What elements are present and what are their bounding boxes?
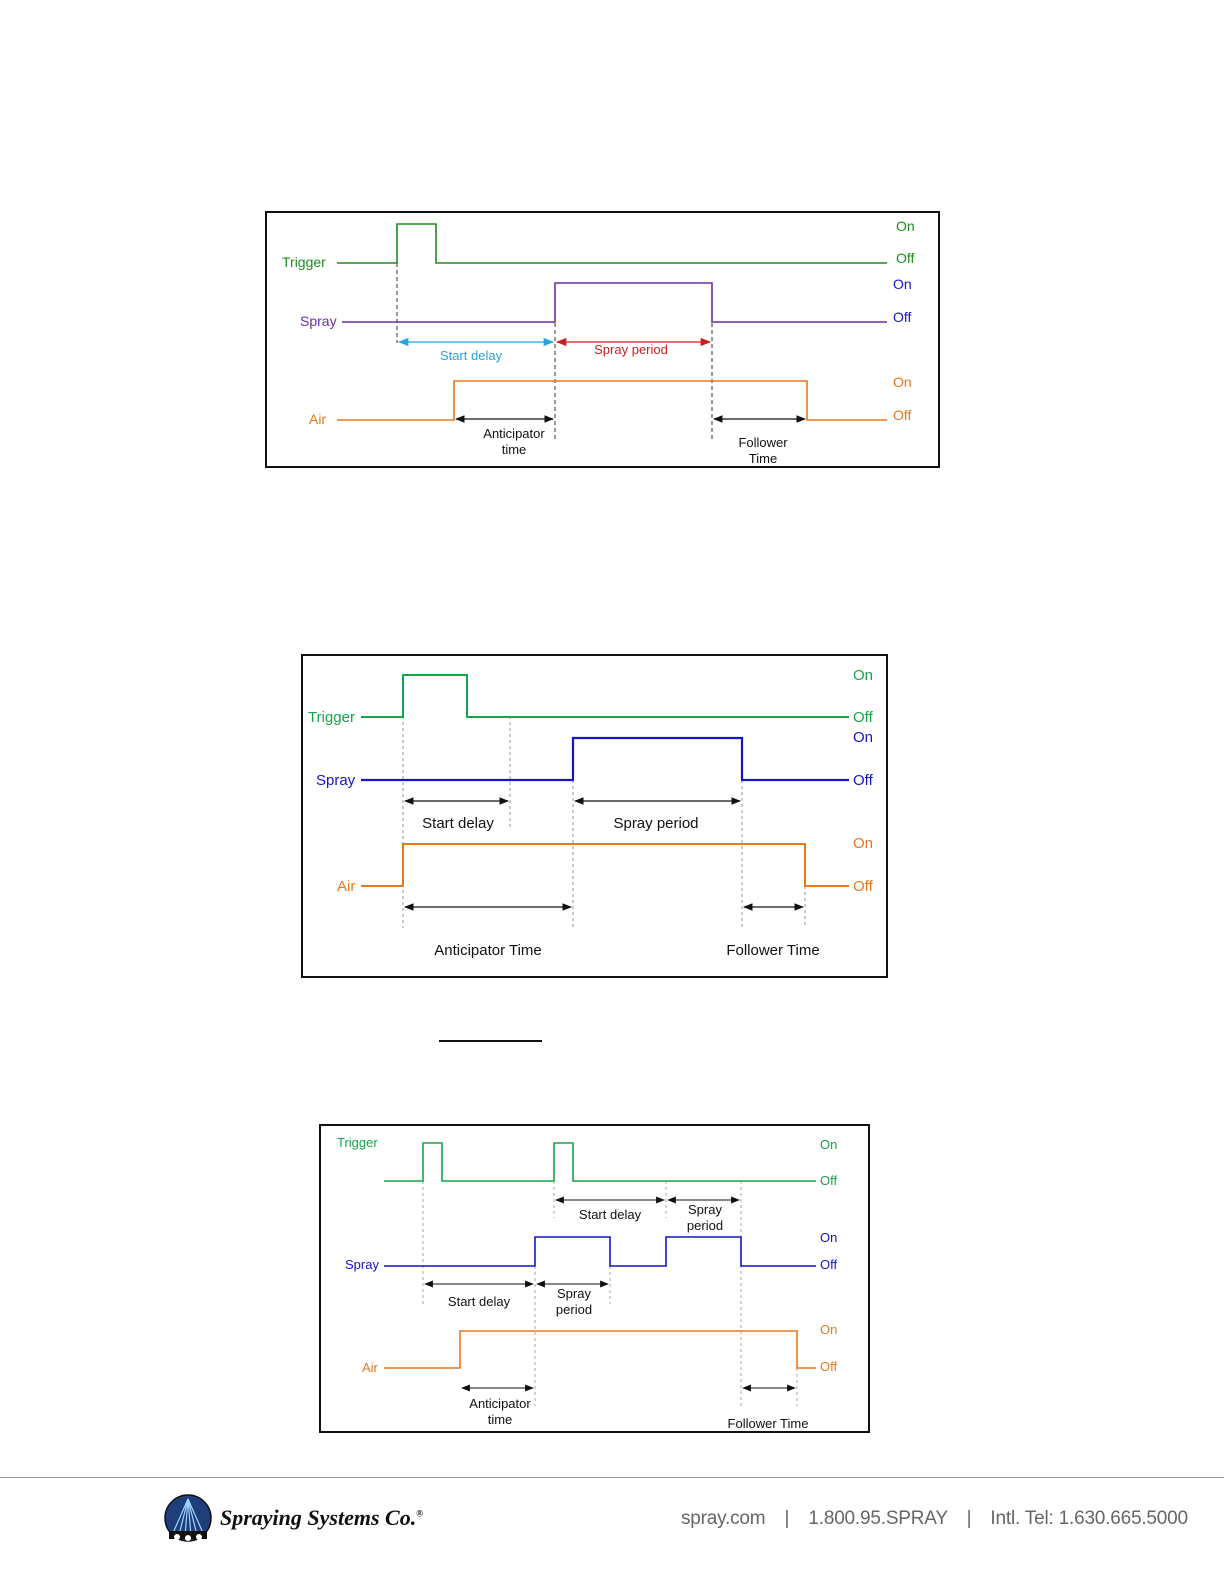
footer-divider (0, 1477, 1224, 1478)
timing-diagram-2-svg: Trigger Spray Air On Off On Off On Off S… (308, 667, 874, 959)
company-name-text: Spraying Systems Co. (220, 1505, 417, 1530)
air-label: Air (337, 878, 355, 895)
trigger-signal (361, 674, 849, 718)
anticipator-label: Anticipator Time (434, 942, 542, 959)
spray-period-label: Spray period (594, 342, 668, 357)
trigger-label: Trigger (337, 1135, 378, 1150)
company-name: Spraying Systems Co.® (220, 1505, 423, 1531)
spray-period-label-top: Spray (688, 1202, 722, 1217)
trigger-signal (384, 1142, 816, 1182)
air-on-label: On (893, 374, 912, 390)
spray-period-label: Spray period (613, 815, 698, 832)
anticipator-label: Anticipator (469, 1396, 531, 1411)
trigger-signal (337, 223, 887, 264)
spray-off-label: Off (820, 1257, 837, 1272)
start-delay-label-mid: Start delay (448, 1294, 511, 1309)
start-delay-label: Start delay (440, 348, 503, 363)
trigger-off-label: Off (896, 250, 915, 266)
registered-mark: ® (416, 1508, 423, 1519)
footer-contact: spray.com | 1.800.95.SPRAY | Intl. Tel: … (681, 1508, 1188, 1530)
air-label: Air (362, 1360, 379, 1375)
company-logo-icon (164, 1494, 212, 1542)
start-delay-label: Start delay (422, 815, 494, 832)
website-link[interactable]: spray.com (681, 1508, 766, 1529)
trigger-label: Trigger (308, 709, 355, 726)
air-on-label: On (853, 835, 873, 852)
spray-on-label: On (893, 276, 912, 292)
spray-period-label-top-line2: period (687, 1218, 723, 1233)
spray-period-label-mid-line2: period (556, 1302, 592, 1317)
air-signal (361, 843, 849, 887)
air-off-label: Off (820, 1359, 837, 1374)
phone-number: 1.800.95.SPRAY (808, 1508, 948, 1529)
spray-signal (342, 282, 887, 323)
start-delay-label-top: Start delay (579, 1207, 642, 1222)
spray-on-label: On (853, 729, 873, 746)
spray-period-label-mid: Spray (557, 1286, 591, 1301)
footer-separator: | (784, 1508, 790, 1529)
follower-label: Follower Time (726, 942, 819, 959)
anticipator-label-line2: time (488, 1412, 513, 1427)
timing-diagram-3-svg: Trigger Spray Air On Off On Off On Off S… (337, 1135, 837, 1431)
spray-on-label: On (820, 1230, 837, 1245)
timing-diagram-2: Trigger Spray Air On Off On Off On Off S… (301, 654, 888, 978)
anticipator-label: Anticipator (483, 426, 545, 441)
spray-label: Spray (316, 772, 356, 789)
air-signal (384, 1330, 816, 1369)
trigger-on-label: On (896, 218, 915, 234)
trigger-on-label: On (853, 667, 873, 684)
air-label: Air (309, 411, 326, 427)
air-on-label: On (820, 1322, 837, 1337)
trigger-label: Trigger (282, 254, 326, 270)
spray-off-label: Off (853, 772, 874, 789)
footer-separator: | (966, 1508, 972, 1529)
timing-diagram-1: Trigger Spray Air On Off On Off On Off S… (265, 211, 940, 468)
air-off-label: Off (853, 878, 874, 895)
spray-label: Spray (300, 313, 337, 329)
intl-phone-number: Intl. Tel: 1.630.665.5000 (990, 1508, 1188, 1529)
follower-label: Follower Time (728, 1416, 809, 1431)
spray-label: Spray (345, 1257, 379, 1272)
follower-label-line2: Time (749, 451, 777, 466)
air-signal (337, 380, 887, 421)
spray-signal (384, 1236, 816, 1267)
anticipator-label-line2: time (502, 442, 527, 457)
trigger-off-label: Off (820, 1173, 837, 1188)
timing-diagram-1-svg: Trigger Spray Air On Off On Off On Off S… (282, 218, 915, 466)
trigger-off-label: Off (853, 709, 874, 726)
spray-signal (361, 736, 849, 782)
trigger-on-label: On (820, 1137, 837, 1152)
spray-off-label: Off (893, 309, 912, 325)
underline-rule (439, 1040, 542, 1042)
air-off-label: Off (893, 407, 912, 423)
timing-diagram-3: Trigger Spray Air On Off On Off On Off S… (319, 1124, 870, 1433)
follower-label: Follower (738, 435, 788, 450)
